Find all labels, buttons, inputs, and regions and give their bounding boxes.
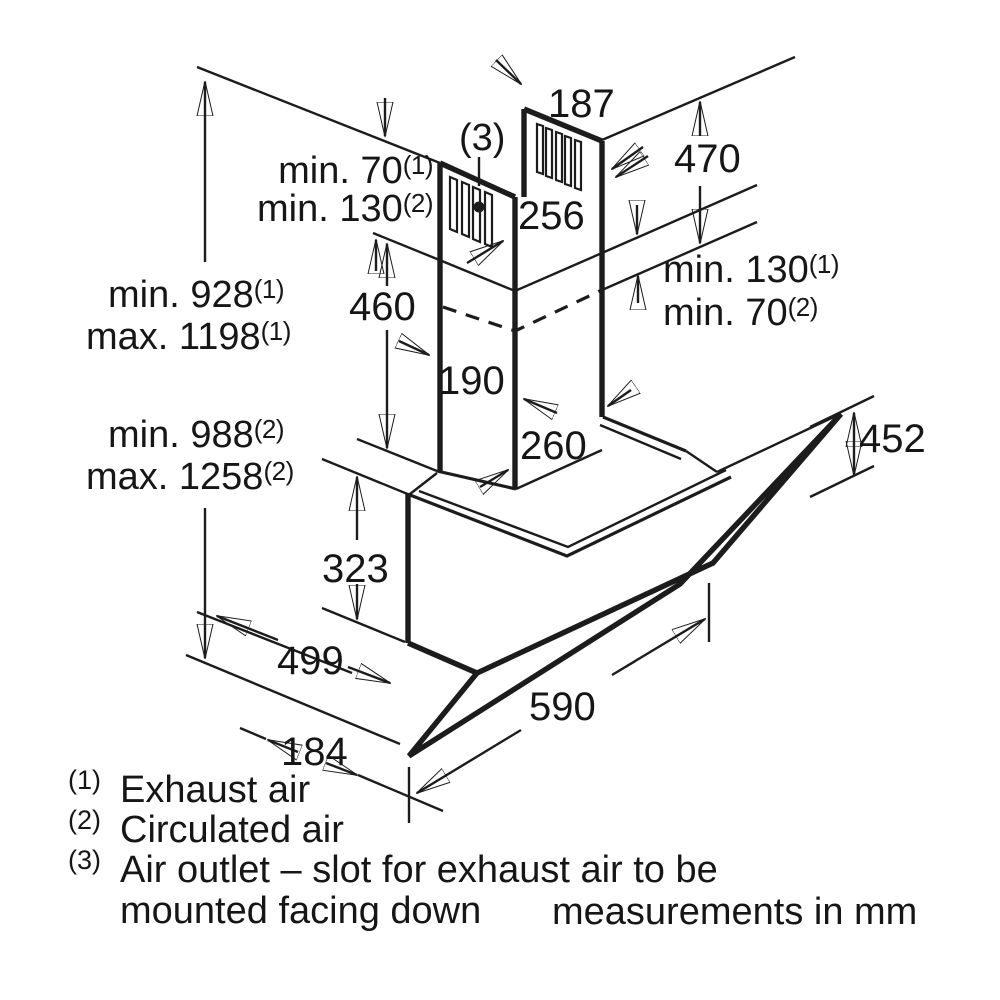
hood-bottom-left-edge [406, 640, 479, 676]
footnote-3-text: Air outlet – slot for exhaust air to be … [120, 849, 718, 933]
vent-slot [544, 126, 554, 180]
joint-extension-right [601, 220, 758, 292]
platform-back-rim [602, 415, 687, 453]
callout-3-label: (3) [459, 119, 505, 157]
dim-label-184: 184 [281, 730, 348, 774]
glass-top-extension [809, 394, 875, 429]
vent-slots-front [448, 175, 494, 249]
lower-reference-line [185, 653, 401, 746]
vent-slot [535, 122, 545, 176]
vent-slot [573, 138, 583, 192]
platform-edge-extension [321, 457, 411, 497]
dim-label-499: 499 [277, 639, 344, 683]
back-shell-top-edge [522, 106, 604, 144]
flue-top-extension [601, 55, 796, 142]
height-circulated-max: max. 1258(2) [86, 456, 294, 498]
footnote-1: (1) Exhaust air [68, 765, 311, 811]
flue-base-left-edge [436, 469, 517, 491]
dim-label-256: 256 [518, 194, 585, 238]
dim187-arrow-right [612, 147, 643, 169]
extension-lines [185, 55, 875, 823]
footnote-2: (2) Circulated air [68, 805, 344, 851]
dim-label-187: 187 [548, 82, 615, 126]
dim-label-470: 470 [674, 137, 741, 181]
clearance-right-line1: min. 130(1) [663, 249, 840, 291]
platform-back-left-edge [409, 472, 438, 495]
dim256-arrow-left [466, 239, 503, 263]
units-note: measurements in mm [552, 891, 918, 933]
clearance-left-line1: min. 70(1) [278, 150, 433, 192]
height-exhaust-max: max. 1198(1) [86, 316, 291, 358]
dim260-arrow-right [608, 390, 631, 406]
ceiling-line [196, 65, 441, 165]
shell-edge-extension-right [601, 183, 758, 255]
dim-label-260: 260 [520, 424, 587, 468]
callout-3-text: (3) [459, 117, 506, 159]
platform-back-rim-inner [599, 423, 682, 461]
front-edge-extension-a [239, 726, 267, 741]
dim499-line-right [347, 667, 390, 685]
vent-slot [563, 134, 573, 188]
dim190-arrow-right [524, 397, 557, 413]
platform-right-corner [685, 450, 718, 473]
footnote-1-marker: (1) [68, 765, 101, 795]
dim590-line-left [417, 728, 522, 795]
dim190-arrow-left [399, 341, 429, 357]
footnote-1-text: Exhaust air [120, 769, 311, 811]
footnote-3: (3) Air outlet – slot for exhaust air to… [68, 845, 718, 933]
clearance-left-line2: min. 130(2) [256, 188, 434, 230]
height-exhaust-min: min. 928(1) [108, 274, 285, 316]
front-shell-top-edge [438, 160, 517, 200]
vent-slots-back [535, 122, 583, 192]
footnote-2-text: Circulated air [120, 809, 344, 851]
hood-bottom-extension [321, 606, 406, 644]
clearance-right-line2: min. 70(2) [663, 292, 818, 334]
platform-rim-inner [418, 468, 727, 549]
flue-base-right-edge [515, 448, 603, 491]
callout-point-dot [473, 201, 485, 213]
shell-edge-extension-left [372, 231, 438, 261]
glass-bottom-extension [809, 464, 875, 499]
glass-back-edge [716, 413, 839, 474]
chimney-flue [437, 106, 605, 489]
footnote-3-marker: (3) [68, 845, 101, 875]
dim-label-323: 323 [322, 547, 389, 591]
hood-top-extension [356, 437, 438, 473]
dim-label-460: 460 [349, 285, 416, 329]
dim184-arrow-left [268, 738, 298, 752]
vent-slot [471, 185, 482, 244]
dimension-lines [205, 60, 854, 795]
dim-label-590: 590 [529, 685, 596, 729]
dim184-arrow-right [326, 763, 357, 777]
dim256-arrow-right [616, 156, 648, 177]
dim-label-452: 452 [859, 417, 926, 461]
dim-label-190: 190 [438, 359, 505, 403]
height-circulated-min: min. 988(2) [108, 414, 285, 456]
vent-slot [460, 180, 471, 239]
vent-slot [554, 130, 564, 184]
dim499-line-left [217, 614, 279, 642]
front-edge-extension-b [357, 773, 444, 813]
footnote-2-marker: (2) [68, 805, 101, 835]
telescopic-joint-dashed-line [442, 288, 603, 333]
vent-slot [448, 175, 459, 234]
dim187-arrow-left [496, 60, 521, 84]
hood-body [405, 413, 839, 676]
glass-visor-panel [406, 412, 844, 759]
vent-slot [483, 190, 494, 249]
platform-rim-outer [409, 475, 732, 558]
dim260-arrow-left [480, 468, 508, 487]
upper-shell-bottom-edge [436, 251, 603, 293]
dim590-line-right [611, 617, 705, 677]
